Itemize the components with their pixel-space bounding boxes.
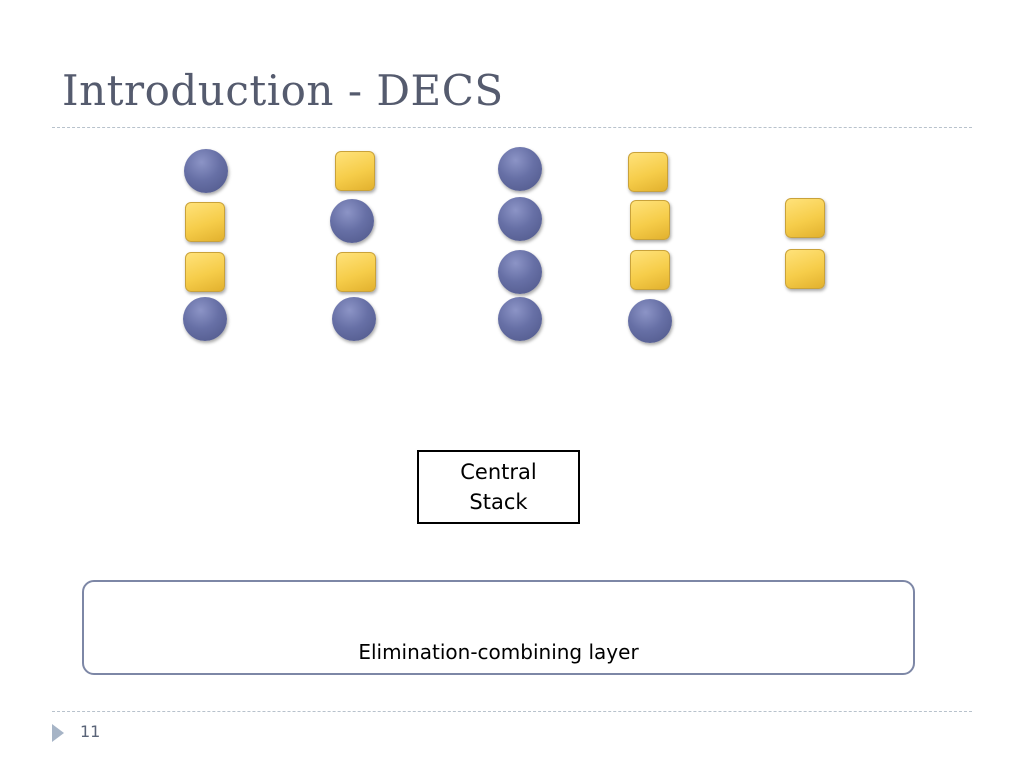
central-stack-label: Central Stack <box>460 460 537 514</box>
square-token-icon <box>785 198 825 238</box>
square-token-icon <box>335 151 375 191</box>
circle-token-icon <box>498 147 542 191</box>
title-divider <box>52 127 972 128</box>
elimination-combining-layer-box: Elimination-combining layer <box>82 580 915 675</box>
square-token-icon <box>785 249 825 289</box>
square-token-icon <box>630 200 670 240</box>
square-token-icon <box>185 202 225 242</box>
circle-token-icon <box>628 299 672 343</box>
square-token-icon <box>336 252 376 292</box>
circle-token-icon <box>330 199 374 243</box>
page-number: 11 <box>80 722 101 741</box>
square-token-icon <box>630 250 670 290</box>
elimination-combining-layer-label: Elimination-combining layer <box>358 640 639 664</box>
circle-token-icon <box>498 250 542 294</box>
circle-token-icon <box>498 297 542 341</box>
circle-token-icon <box>184 149 228 193</box>
circle-token-icon <box>498 197 542 241</box>
central-stack-box: Central Stack <box>417 450 580 524</box>
circle-token-icon <box>183 297 227 341</box>
square-token-icon <box>628 152 668 192</box>
circle-token-icon <box>332 297 376 341</box>
slide-arrow-icon <box>52 724 64 742</box>
footer-divider <box>52 711 972 712</box>
square-token-icon <box>185 252 225 292</box>
slide-title: Introduction - DECS <box>62 66 504 115</box>
